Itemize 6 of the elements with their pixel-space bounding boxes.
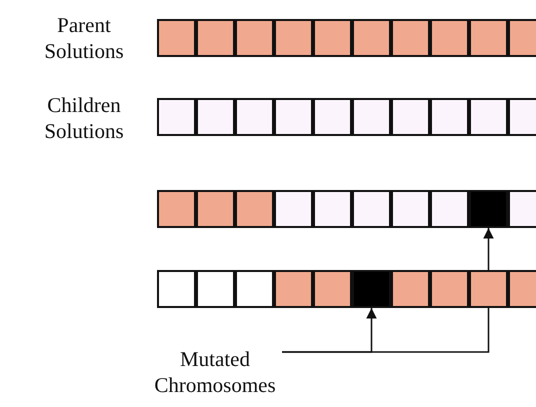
mutated-gene-cell bbox=[352, 270, 391, 308]
annotation-text: Mutated Chromosomes bbox=[140, 346, 290, 398]
mutated-gene-cell bbox=[469, 190, 508, 228]
row-label: Parent Solutions bbox=[43, 12, 125, 64]
row-label: Children Solutions bbox=[43, 92, 125, 144]
leader-arrow bbox=[282, 308, 377, 353]
